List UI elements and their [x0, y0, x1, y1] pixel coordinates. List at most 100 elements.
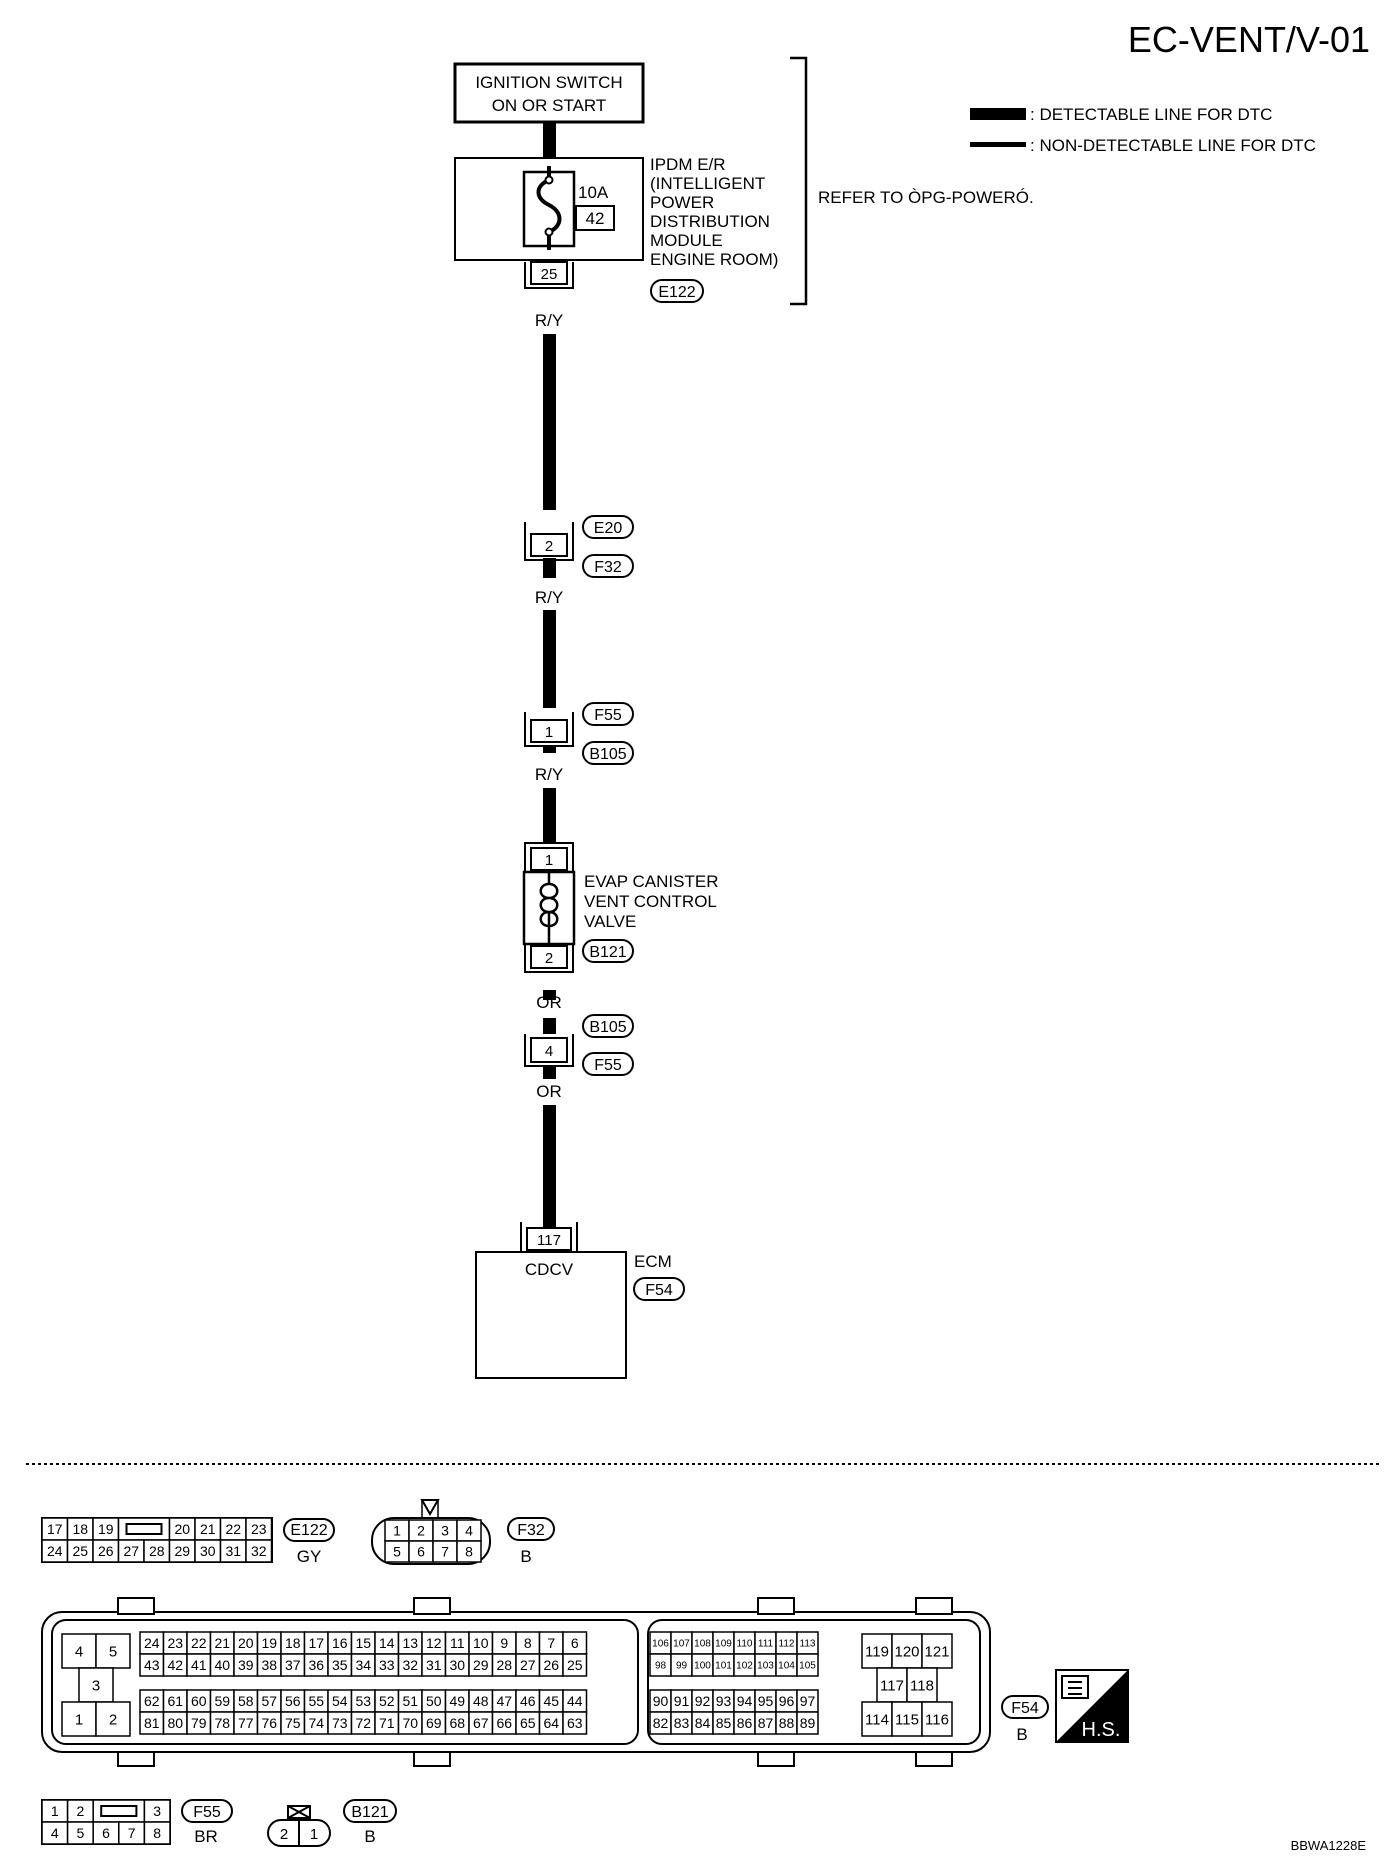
connector-pin-number: 16: [332, 1635, 348, 1651]
connector-pin-number: 23: [167, 1635, 183, 1651]
connector-pin-number: 50: [426, 1693, 442, 1709]
connector-pin-number: 108: [694, 1639, 711, 1650]
connector-pin-number: 93: [716, 1693, 732, 1709]
ignition-line-1: IGNITION SWITCH: [475, 73, 622, 92]
connector-pin-number: 12: [426, 1635, 442, 1651]
connector-pin-cell: [78, 1667, 114, 1703]
b121-color: B: [364, 1827, 375, 1846]
connector-key-slot: [100, 1805, 138, 1817]
connector-pin-number: 6: [417, 1544, 425, 1560]
connector-pin-number: 41: [191, 1657, 207, 1673]
ipdm-module: 10A 42 IPDM E/R (INTELLIGENT POWER DISTR…: [454, 155, 778, 303]
connector-pin-cell: [143, 1821, 171, 1845]
connector-pin-cell: [796, 1653, 819, 1677]
connector-pin-number: 27: [520, 1657, 536, 1673]
connector-tag-f54: [633, 1277, 685, 1301]
svg-text:E122: E122: [658, 284, 695, 301]
connector-pin-number: 33: [379, 1657, 395, 1673]
lock-tab-icon: [420, 1499, 440, 1517]
connector-pin-number: 97: [800, 1693, 816, 1709]
connector-pin-number: 19: [98, 1521, 114, 1537]
connector-pin-number: 19: [261, 1635, 277, 1651]
connector-pin-number: 13: [402, 1635, 418, 1651]
connector-pin-cell: [921, 1633, 953, 1669]
connector-pin-number: 86: [737, 1715, 753, 1731]
svg-text:VALVE: VALVE: [584, 912, 636, 931]
connector-pin-cell: [245, 1539, 273, 1563]
connector-pin-cell: [796, 1711, 819, 1735]
connector-pin-number: 79: [191, 1715, 207, 1731]
connector-pin-number: 27: [123, 1543, 139, 1559]
connector-pin-number: 6: [102, 1825, 110, 1841]
connector-pin-number: 63: [567, 1715, 583, 1731]
connector-pin-number: 23: [251, 1521, 267, 1537]
connector-pin-number: 2: [417, 1523, 425, 1539]
connector-pin-number: 6: [571, 1635, 579, 1651]
connector-pin-number: 38: [261, 1657, 277, 1673]
connector-pin-number: 31: [225, 1543, 241, 1559]
connector-pin-cell: [456, 1540, 482, 1563]
connector-pin-number: 76: [261, 1715, 277, 1731]
connector-pin-number: 103: [757, 1661, 774, 1672]
connector-pin-number: 30: [200, 1543, 216, 1559]
svg-text:4: 4: [545, 1043, 553, 1060]
connector-pin-cell: [921, 1701, 953, 1737]
connector-pin-number: 102: [736, 1661, 753, 1672]
connector-pin-number: 46: [520, 1693, 536, 1709]
connector-pin-number: 17: [47, 1521, 63, 1537]
connector-pin-number: 83: [674, 1715, 690, 1731]
svg-text:ENGINE ROOM): ENGINE ROOM): [650, 250, 778, 269]
b121-pin-right: 1: [310, 1826, 318, 1843]
connector-pin-number: 25: [567, 1657, 583, 1673]
junction-e20-f32: 2 E20 F32: [524, 515, 634, 578]
connector-pin-number: 3: [441, 1523, 449, 1539]
connector-pin-number: 96: [779, 1693, 795, 1709]
connector-pin-number: 59: [214, 1693, 230, 1709]
connector-pin-number: 18: [72, 1521, 88, 1537]
svg-text:DISTRIBUTION: DISTRIBUTION: [650, 212, 770, 231]
svg-text:F55: F55: [594, 707, 622, 724]
connector-pin-number: 78: [214, 1715, 230, 1731]
connector-pin-number: 60: [191, 1693, 207, 1709]
svg-text:1: 1: [545, 852, 553, 869]
connector-pin-number: 113: [800, 1639, 816, 1650]
refer-text: REFER TO ÒPG-POWERÓ.: [818, 188, 1034, 207]
connector-pin-number: 5: [393, 1544, 401, 1560]
connector-pin-number: 62: [144, 1693, 160, 1709]
connector-pin-number: 24: [144, 1635, 160, 1651]
legend-detectable-swatch: [970, 108, 1026, 120]
connector-pin-number: 106: [652, 1639, 669, 1650]
refer-bracket: REFER TO ÒPG-POWERÓ.: [790, 56, 1034, 306]
ecm-module: 117 CDCV ECM F54: [475, 1222, 685, 1379]
legend-detectable-text: : DETECTABLE LINE FOR DTC: [1030, 105, 1272, 124]
connector-pin-number: 21: [200, 1521, 216, 1537]
lock-tab-icon: [287, 1805, 311, 1819]
connector-pin-number: 29: [473, 1657, 489, 1673]
connector-pin-number: 20: [174, 1521, 190, 1537]
connector-pin-number: 72: [355, 1715, 371, 1731]
f55-tag: F55: [193, 1804, 221, 1821]
connector-pin-number: 40: [214, 1657, 230, 1673]
connector-pin-cell: [95, 1633, 131, 1669]
fuse-icon: [536, 166, 562, 250]
connector-pin-number: 44: [567, 1693, 583, 1709]
svg-text:VENT CONTROL: VENT CONTROL: [584, 892, 717, 911]
connector-pin-number: 109: [715, 1639, 732, 1650]
wire-color-ry-1: R/Y: [535, 311, 563, 330]
ecm-label: ECM: [634, 1252, 672, 1271]
svg-text:F54: F54: [645, 1282, 673, 1299]
connector-pin-cell: [562, 1711, 588, 1735]
ipdm-pin-25: 25: [524, 261, 574, 289]
connector-pin-cell: [61, 1701, 97, 1737]
connector-pin-number: 58: [238, 1693, 254, 1709]
wire-color-or-2: OR: [536, 1082, 562, 1101]
connector-pin-number: 2: [109, 1711, 117, 1728]
connector-pin-number: 28: [149, 1543, 165, 1559]
svg-text:MODULE: MODULE: [650, 231, 723, 250]
wire-color-ry-3: R/Y: [535, 765, 563, 784]
connector-pin-cell: [906, 1667, 938, 1703]
connector-pin-number: 68: [449, 1715, 465, 1731]
connector-pin-number: 57: [261, 1693, 277, 1709]
